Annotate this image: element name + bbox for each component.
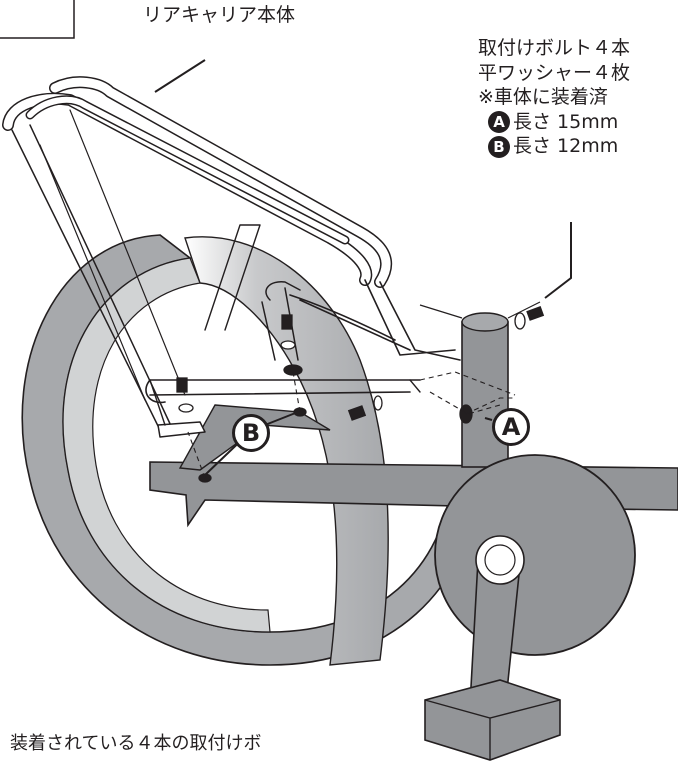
rear-carrier xyxy=(2,76,461,438)
bolt-side xyxy=(347,395,383,421)
callout-a: A xyxy=(492,408,530,446)
callout-b-letter: B xyxy=(241,419,261,447)
spec-line-note: ※車体に装着済 xyxy=(478,86,608,108)
instruction-text: 装着されている４本の取付けボ xyxy=(10,733,262,754)
carrier-body-label: リアキャリア本体 xyxy=(143,4,296,26)
fender xyxy=(184,236,389,666)
spec-line-washers: 平ワッシャー４枚 xyxy=(478,61,631,84)
hardware xyxy=(176,306,545,483)
mark-b-icon: B xyxy=(488,135,510,158)
spec-line-bolts: 取付けボルト４本 xyxy=(478,37,631,59)
mark-a-icon: A xyxy=(488,111,510,133)
bolt-a-top xyxy=(514,306,545,330)
assembly-guides xyxy=(187,371,516,479)
bolt-b-left xyxy=(176,377,194,413)
crank-assembly xyxy=(424,454,636,761)
spec-a-text: 長さ 15mm xyxy=(513,110,619,133)
spec-b-text: 長さ 12mm xyxy=(513,135,619,157)
partial-frame-box xyxy=(0,0,75,39)
callout-b: B xyxy=(232,414,270,452)
callout-a-letter: A xyxy=(501,413,521,441)
